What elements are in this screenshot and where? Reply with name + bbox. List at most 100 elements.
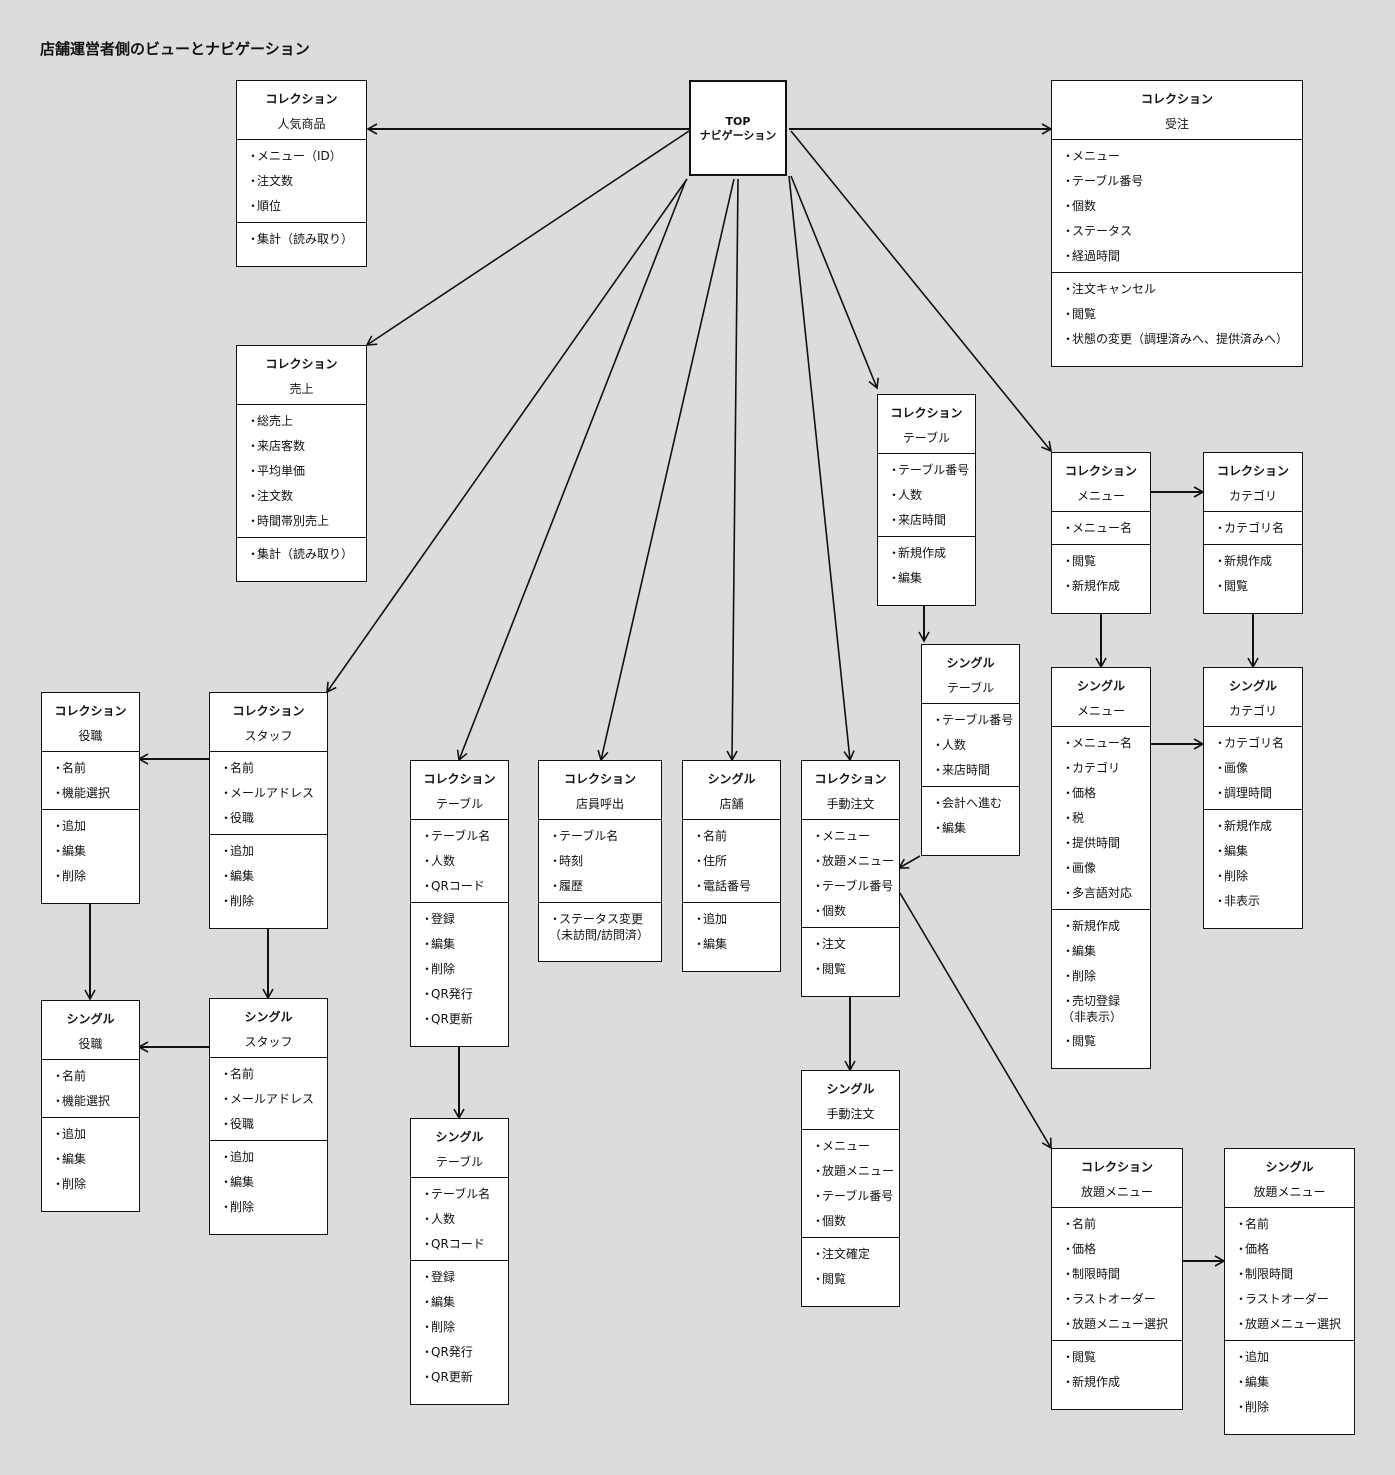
action-label: 閲覧 [1072, 1350, 1097, 1364]
node-staff-call[interactable]: コレクション店員呼出・テーブル名・時刻・履歴・ステータス変更 （未訪問/訪問済） [538, 760, 662, 962]
action-item[interactable]: ・編集 [888, 570, 975, 595]
action-item[interactable]: ・削除 [52, 868, 139, 893]
node-table-single-m[interactable]: シングルテーブル・テーブル名・人数・QRコード・登録・編集・削除・QR発行・QR… [410, 1118, 509, 1405]
action-label: 集計（読み取り） [257, 232, 354, 246]
action-item[interactable]: ・追加 [220, 843, 327, 868]
action-label: 閲覧 [1072, 307, 1097, 321]
action-item[interactable]: ・編集 [693, 936, 780, 961]
action-item[interactable]: ・新規作成 [1062, 918, 1150, 943]
action-item[interactable]: ・新規作成 [888, 545, 975, 570]
action-item[interactable]: ・閲覧 [1062, 1033, 1150, 1058]
node-role-single[interactable]: シングル役職・名前・機能選択・追加・編集・削除 [41, 1000, 140, 1212]
action-item[interactable]: ・閲覧 [812, 1271, 899, 1296]
bullet-icon: ・ [421, 1012, 434, 1026]
action-item[interactable]: ・新規作成 [1214, 818, 1302, 843]
action-item[interactable]: ・売切登録 （非表示） [1062, 993, 1150, 1033]
node-role-col[interactable]: コレクション役職・名前・機能選択・追加・編集・削除 [41, 692, 140, 904]
attribute-label: 名前 [1245, 1217, 1270, 1231]
action-item[interactable]: ・集計（読み取り） [247, 231, 366, 256]
node-orders[interactable]: コレクション受注・メニュー・テーブル番号・個数・ステータス・経過時間・注文キャン… [1051, 80, 1303, 367]
node-menu-single[interactable]: シングルメニュー・メニュー名・カテゴリ・価格・税・提供時間・画像・多言語対応・新… [1051, 667, 1151, 1069]
bullet-icon: ・ [52, 819, 65, 833]
action-item[interactable]: ・削除 [421, 961, 508, 986]
bullet-icon: ・ [1235, 1217, 1248, 1231]
node-table-col-m[interactable]: コレクションテーブル・テーブル名・人数・QRコード・登録・編集・削除・QR発行・… [410, 760, 509, 1047]
attribute-item: ・QRコード [421, 878, 508, 903]
attribute-item: ・QRコード [421, 1236, 508, 1261]
action-item[interactable]: ・追加 [1235, 1349, 1354, 1374]
action-item[interactable]: ・編集 [932, 820, 1019, 845]
bullet-icon: ・ [247, 232, 260, 246]
bullet-icon: ・ [1062, 1267, 1075, 1281]
action-item[interactable]: ・削除 [421, 1319, 508, 1344]
node-staff-single[interactable]: シングルスタッフ・名前・メールアドレス・役職・追加・編集・削除 [209, 998, 328, 1235]
action-item[interactable]: ・ステータス変更 （未訪問/訪問済） [549, 911, 661, 951]
action-item[interactable]: ・非表示 [1214, 893, 1302, 918]
action-item[interactable]: ・編集 [52, 1151, 139, 1176]
action-item[interactable]: ・編集 [1214, 843, 1302, 868]
action-item[interactable]: ・追加 [220, 1149, 327, 1174]
node-table-single-r[interactable]: シングルテーブル・テーブル番号・人数・来店時間・会計へ進む・編集 [921, 644, 1020, 856]
attribute-item: ・名前 [693, 828, 780, 853]
action-item[interactable]: ・会計へ進む [932, 795, 1019, 820]
node-category-single[interactable]: シングルカテゴリ・カテゴリ名・画像・調理時間・新規作成・編集・削除・非表示 [1203, 667, 1303, 929]
action-item[interactable]: ・追加 [52, 1126, 139, 1151]
top-navigation-node[interactable]: TOP ナビゲーション [689, 80, 787, 176]
action-item[interactable]: ・編集 [1062, 943, 1150, 968]
node-popular[interactable]: コレクション人気商品・メニュー（ID）・注文数・順位・集計（読み取り） [236, 80, 367, 267]
node-sales[interactable]: コレクション売上・総売上・来店客数・平均単価・注文数・時間帯別売上・集計（読み取… [236, 345, 367, 582]
action-item[interactable]: ・編集 [1235, 1374, 1354, 1399]
action-item[interactable]: ・新規作成 [1062, 578, 1150, 603]
node-ayce-single[interactable]: シングル放題メニュー・名前・価格・制限時間・ラストオーダー・放題メニュー選択・追… [1224, 1148, 1355, 1435]
action-item[interactable]: ・追加 [693, 911, 780, 936]
node-manual-order-col[interactable]: コレクション手動注文・メニュー・放題メニュー・テーブル番号・個数・注文・閲覧 [801, 760, 900, 997]
action-item[interactable]: ・閲覧 [1062, 306, 1302, 331]
action-item[interactable]: ・新規作成 [1062, 1374, 1182, 1399]
action-item[interactable]: ・閲覧 [1062, 553, 1150, 578]
action-item[interactable]: ・削除 [1062, 968, 1150, 993]
action-item[interactable]: ・登録 [421, 911, 508, 936]
action-item[interactable]: ・注文キャンセル [1062, 281, 1302, 306]
action-item[interactable]: ・削除 [1235, 1399, 1354, 1424]
action-item[interactable]: ・QR発行 [421, 986, 508, 1011]
node-menu-col[interactable]: コレクションメニュー・メニュー名・閲覧・新規作成 [1051, 452, 1151, 614]
action-item[interactable]: ・登録 [421, 1269, 508, 1294]
node-staff-col[interactable]: コレクションスタッフ・名前・メールアドレス・役職・追加・編集・削除 [209, 692, 328, 929]
action-item[interactable]: ・集計（読み取り） [247, 546, 366, 571]
bullet-icon: ・ [421, 879, 434, 893]
bullet-icon: ・ [247, 514, 260, 528]
action-item[interactable]: ・閲覧 [1214, 578, 1302, 603]
action-item[interactable]: ・編集 [220, 1174, 327, 1199]
action-item[interactable]: ・注文確定 [812, 1246, 899, 1271]
action-label: 編集 [1224, 844, 1249, 858]
action-item[interactable]: ・QR更新 [421, 1369, 508, 1394]
action-item[interactable]: ・QR発行 [421, 1344, 508, 1369]
node-name: 手動注文 [826, 797, 875, 811]
node-attributes: ・メニュー（ID）・注文数・順位 [237, 140, 366, 223]
action-item[interactable]: ・削除 [52, 1176, 139, 1201]
action-item[interactable]: ・削除 [220, 893, 327, 918]
action-item[interactable]: ・編集 [52, 843, 139, 868]
action-item[interactable]: ・閲覧 [812, 961, 899, 986]
attribute-label: 税 [1072, 811, 1085, 825]
node-ayce-col[interactable]: コレクション放題メニュー・名前・価格・制限時間・ラストオーダー・放題メニュー選択… [1051, 1148, 1183, 1410]
action-item[interactable]: ・編集 [421, 1294, 508, 1319]
action-item[interactable]: ・編集 [421, 936, 508, 961]
action-item[interactable]: ・QR更新 [421, 1011, 508, 1036]
action-item[interactable]: ・状態の変更（調理済みへ、提供済みへ） [1062, 331, 1302, 356]
action-item[interactable]: ・削除 [220, 1199, 327, 1224]
bullet-icon: ・ [693, 879, 706, 893]
action-item[interactable]: ・新規作成 [1214, 553, 1302, 578]
node-manual-order-single[interactable]: シングル手動注文・メニュー・放題メニュー・テーブル番号・個数・注文確定・閲覧 [801, 1070, 900, 1307]
action-item[interactable]: ・追加 [52, 818, 139, 843]
action-item[interactable]: ・注文 [812, 936, 899, 961]
action-label: 削除 [1224, 869, 1249, 883]
action-item[interactable]: ・編集 [220, 868, 327, 893]
node-table-col-r[interactable]: コレクションテーブル・テーブル番号・人数・来店時間・新規作成・編集 [877, 394, 976, 606]
node-store[interactable]: シングル店舗・名前・住所・電話番号・追加・編集 [682, 760, 781, 972]
node-category-col[interactable]: コレクションカテゴリ・カテゴリ名・新規作成・閲覧 [1203, 452, 1303, 614]
action-item[interactable]: ・閲覧 [1062, 1349, 1182, 1374]
action-item[interactable]: ・削除 [1214, 868, 1302, 893]
action-label: 会計へ進む [942, 796, 1003, 810]
bullet-icon: ・ [693, 912, 706, 926]
